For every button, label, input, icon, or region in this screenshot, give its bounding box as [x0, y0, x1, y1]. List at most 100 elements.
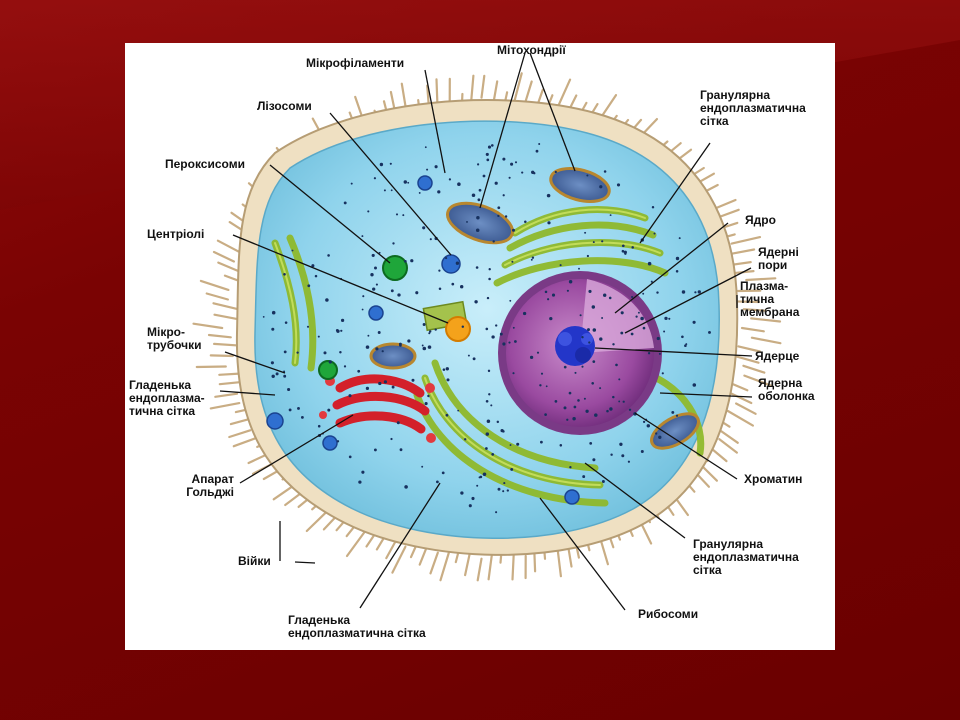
ribosome-dot: [296, 351, 299, 354]
ribosome-dot: [663, 330, 666, 333]
ribosome-dot: [468, 504, 472, 508]
ribosome-dot: [573, 405, 577, 409]
ribosome-dot: [551, 293, 556, 297]
ribosome-dot: [306, 325, 310, 328]
ribosome-dot: [445, 367, 449, 371]
ribosome-dot: [599, 387, 602, 390]
ribosome-dot: [694, 291, 697, 294]
ribosome-dot: [514, 340, 517, 343]
ribosome-dot: [427, 345, 432, 349]
ribosome-dot: [317, 335, 320, 338]
ribosome-dot: [588, 341, 591, 344]
ribosome-dot: [642, 292, 645, 295]
mitochondria-shapes: [369, 167, 700, 450]
ribosome-dot: [471, 193, 476, 197]
ribosome-dot: [485, 327, 489, 331]
ribosome-dot: [476, 484, 479, 487]
ribosome-dot: [475, 228, 480, 232]
ribosome-dot: [578, 267, 580, 270]
ribosome-dot: [375, 283, 378, 286]
ribosome-dot: [361, 308, 364, 311]
ribosome-dot: [466, 220, 468, 223]
leader-lines: [219, 52, 753, 611]
label-smooth-er-left-line2: ендоплазма-: [129, 391, 205, 405]
ribosome-dot: [325, 298, 329, 302]
ribosome-dot: [559, 264, 562, 267]
ribosome-dot: [511, 260, 514, 263]
cilium: [730, 236, 762, 245]
ribosome-dot: [603, 293, 607, 297]
ribosome-dot: [455, 261, 460, 265]
cilium: [731, 248, 756, 255]
ribosome-dot: [609, 407, 613, 411]
cilium: [476, 557, 483, 582]
ribosome-dot: [586, 254, 590, 258]
ribosome-dot: [270, 361, 274, 365]
ribosome-dot: [592, 328, 597, 332]
ribosome-dot: [471, 496, 475, 501]
ribosome-dot: [495, 324, 498, 327]
ribosome-dot: [367, 334, 370, 337]
ribosome-dot: [340, 329, 343, 332]
cilium: [513, 72, 523, 103]
ribosome-dot: [422, 226, 426, 230]
ribosome-dot: [642, 420, 646, 424]
ribosome-dot: [623, 250, 627, 254]
ribosome-dot: [485, 447, 488, 450]
ribosome-dot: [502, 194, 505, 197]
ribosome-dot: [477, 198, 481, 202]
ribosome-dot: [288, 408, 292, 412]
label-nucleus: Ядро: [745, 213, 776, 227]
label-smooth-er-left-line3: тична сітка: [129, 404, 196, 418]
cell-diagram-panel: Мікрофіламенти Мітохондрії Лізосоми Гран…: [125, 43, 835, 650]
ribosome-dot: [601, 317, 604, 319]
label-microtubules: Мікро- трубочки: [147, 326, 202, 352]
ribosome-dot: [284, 321, 288, 324]
ribosome-dot: [461, 325, 465, 328]
ribosome-dot: [631, 295, 634, 299]
ribosome-dot: [637, 311, 640, 314]
ribosome-dot: [508, 176, 511, 179]
label-nucleolus: Ядерце: [755, 349, 800, 363]
ribosome-dot: [521, 171, 524, 174]
nucleus-cutaway: [580, 279, 654, 353]
ribosome-dot: [307, 284, 311, 288]
ribosome-dot: [383, 380, 387, 384]
ribosome-dot: [424, 402, 428, 406]
ribosome-dot: [271, 374, 275, 378]
ribosome-dot: [390, 437, 393, 441]
ribosome-dot: [485, 399, 489, 403]
cilium: [209, 402, 241, 410]
ribosome-dot: [499, 332, 503, 336]
ribosome-dot: [460, 491, 464, 495]
ribosome-dot: [621, 249, 625, 253]
ribosome-dot: [496, 420, 500, 424]
label-microfilaments: Мікрофіламенти: [306, 56, 405, 70]
ribosome-dot: [438, 287, 442, 291]
ribosome-dot: [601, 480, 605, 483]
ribosome-dot: [522, 311, 527, 316]
label-smooth-er-bottom-line1: Гладенька: [288, 613, 351, 627]
ribosome-dot: [572, 416, 576, 421]
ribosome-dot: [547, 298, 550, 301]
ribosome-dot: [438, 269, 441, 272]
cilium: [305, 509, 329, 533]
ribosome-dot: [524, 220, 527, 224]
ribosome-dot: [568, 280, 573, 284]
ribosome-dot: [421, 465, 424, 468]
label-granular-er-bottom: Гранулярна ендоплазматична сітка: [693, 538, 799, 577]
ribosome-dot: [656, 336, 660, 341]
ribosome-dot: [653, 232, 656, 235]
ribosome-dot: [491, 335, 495, 339]
ribosome-dot: [610, 453, 613, 456]
cilium: [209, 354, 234, 358]
ribosome-dot: [287, 387, 291, 392]
ribosome-dot: [486, 419, 491, 423]
ribosome-dot: [603, 170, 607, 173]
ribosome-dot: [531, 170, 535, 174]
label-golgi-apparatus-line1: Апарат: [191, 472, 234, 486]
ribosome-dot: [685, 343, 688, 346]
ribosome-dot: [540, 372, 544, 375]
ribosome-dot: [477, 163, 480, 166]
label-nuclear-envelope: Ядерна оболонка: [758, 377, 815, 403]
